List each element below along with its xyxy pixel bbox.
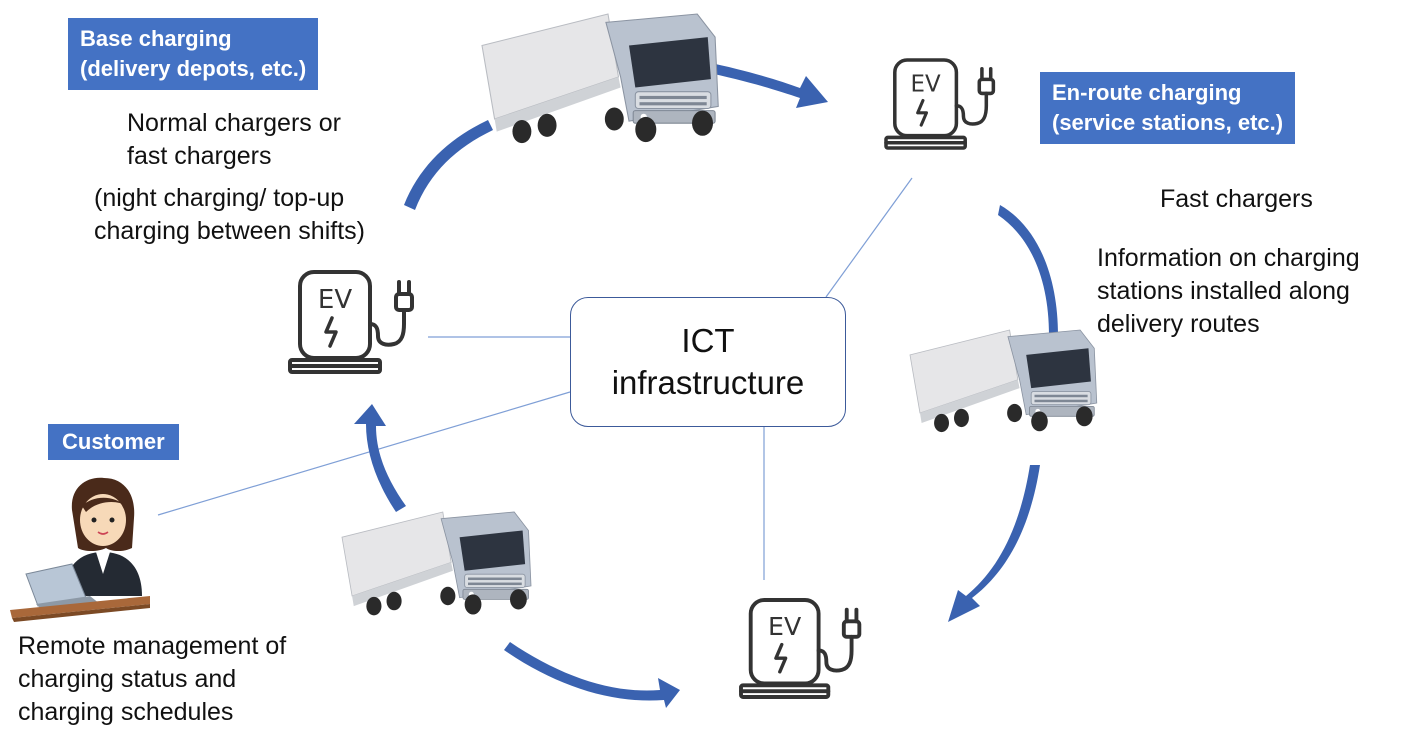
customer-description-text: Remote management of charging status and…	[18, 630, 286, 729]
customer-description-line3: charging schedules	[18, 698, 234, 726]
ict-label-line1: ICT	[681, 322, 735, 359]
base-charging-usage-text: (night charging/ top-up charging between…	[94, 182, 365, 248]
base-charging-chargers-text: Normal chargers or fast chargers	[127, 107, 341, 173]
ev-charger-bottom: EV	[739, 598, 862, 699]
customer-description-line2: charging status and	[18, 665, 237, 693]
enroute-info-line2: stations installed along	[1097, 277, 1350, 305]
enroute-fast-chargers-line: Fast chargers	[1160, 185, 1313, 213]
truck-top	[481, 13, 719, 144]
enroute-info-text: Information on charging stations install…	[1097, 242, 1360, 341]
base-charging-chargers-line1: Normal chargers or	[127, 109, 341, 137]
base-charging-tag: Base charging (delivery depots, etc.)	[68, 18, 319, 90]
customer-tag: Customer	[48, 424, 179, 460]
base-charging-tag-line1: Base charging	[80, 26, 232, 51]
enroute-charging-tag-line1: En-route charging	[1052, 80, 1242, 105]
enroute-fast-chargers-text: Fast chargers	[1160, 183, 1313, 216]
base-charging-chargers-line2: fast chargers	[127, 142, 272, 170]
base-charging-usage-line1: (night charging/ top-up	[94, 184, 345, 212]
enroute-info-line3: delivery routes	[1097, 310, 1260, 338]
ev-charger-label-1: EV	[911, 72, 941, 98]
truck-right	[909, 329, 1098, 433]
ev-charger-left: EV	[288, 270, 414, 374]
customer-description-line1: Remote management of	[18, 632, 287, 660]
customer-person-icon	[10, 477, 150, 622]
base-charging-usage-line2: charging between shifts)	[94, 217, 365, 245]
ict-label-line2: infrastructure	[611, 364, 805, 401]
ict-infrastructure-box: ICT infrastructure	[570, 297, 846, 427]
base-charging-tag-line2: (delivery depots, etc.)	[80, 56, 307, 81]
customer-tag-label: Customer	[62, 429, 165, 454]
enroute-charging-tag: En-route charging (service stations, etc…	[1040, 72, 1296, 144]
enroute-charging-tag-line2: (service stations, etc.)	[1052, 110, 1284, 135]
ev-charger-label-2: EV	[318, 285, 352, 315]
ev-charger-label-3: EV	[768, 612, 802, 641]
enroute-info-line1: Information on charging	[1097, 244, 1360, 272]
ev-charger-top-right: EV	[884, 58, 996, 150]
truck-bottom-left	[341, 511, 532, 616]
